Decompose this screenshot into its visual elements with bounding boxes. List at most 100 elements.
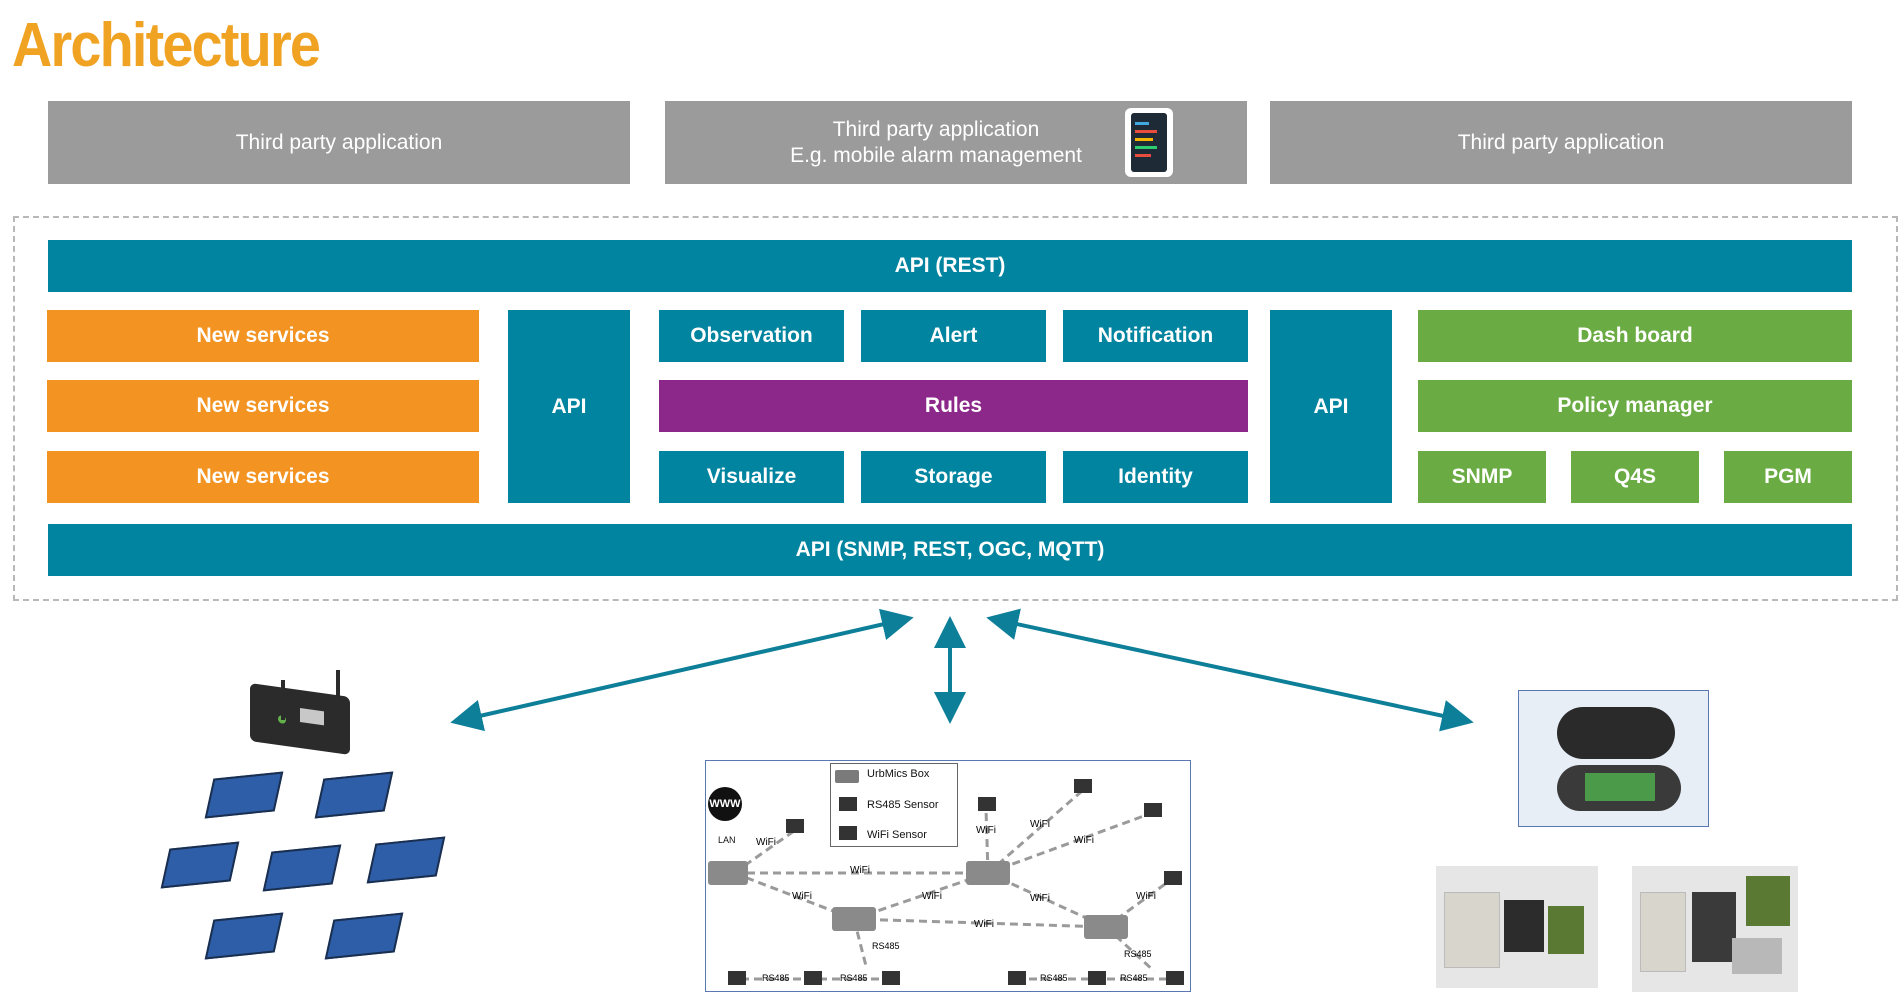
urbmics-box-icon xyxy=(835,770,859,783)
new-services-label: New services xyxy=(196,465,330,488)
third-party-app-right-label: Third party application xyxy=(1457,130,1665,154)
sensor-board-icon xyxy=(314,771,394,819)
wifi-sensor-icon xyxy=(1074,779,1092,793)
pgm-label: PGM xyxy=(1764,465,1812,488)
storage-block: Storage xyxy=(861,451,1046,503)
wifi-label: WiFi xyxy=(976,825,996,836)
urbmics-box-icon xyxy=(832,907,876,931)
third-party-app-center-line1: Third party application xyxy=(832,117,1040,141)
alert-label: Alert xyxy=(929,324,978,347)
q4s-block: Q4S xyxy=(1571,451,1699,503)
arrow-left xyxy=(450,608,914,732)
wifi-label: WiFi xyxy=(1030,819,1050,830)
policy-manager-label: Policy manager xyxy=(1557,394,1713,417)
wifi-sensor-icon xyxy=(1144,803,1162,817)
api-rest-bar: API (REST) xyxy=(48,240,1852,292)
alert-block: Alert xyxy=(861,310,1046,362)
snmp-label: SNMP xyxy=(1451,465,1513,488)
wifi-label: WiFi xyxy=(756,837,776,848)
api-bottom-bar: API (SNMP, REST, OGC, MQTT) xyxy=(48,524,1852,576)
rs485-label: RS485 xyxy=(872,941,900,951)
gateway-router-icon xyxy=(250,682,350,756)
rs485-sensor-icon xyxy=(1166,971,1184,985)
dashboard-block: Dash board xyxy=(1418,310,1852,362)
api-left-label: API xyxy=(551,394,587,418)
visualize-block: Visualize xyxy=(659,451,844,503)
rs485-label: RS485 xyxy=(762,973,790,983)
wifi-label: WiFi xyxy=(922,891,942,902)
network-legend: UrbMics Box RS485 Sensor WiFi Sensor xyxy=(830,763,958,847)
new-services-3: New services xyxy=(47,451,479,503)
www-label: WWW xyxy=(709,798,741,810)
wifi-label: WiFi xyxy=(1030,893,1050,904)
arrow-right xyxy=(986,608,1474,732)
sensor-board-icon xyxy=(324,912,404,960)
rs485-label: RS485 xyxy=(1124,949,1152,959)
sensor-board-icon xyxy=(366,836,446,884)
wifi-sensor-icon xyxy=(1164,871,1182,885)
urbmics-box-icon xyxy=(966,861,1010,885)
urbmics-box-icon xyxy=(708,861,748,885)
mobile-phone-icon xyxy=(1125,108,1173,177)
legend-urbmics-box: UrbMics Box xyxy=(867,768,930,780)
device-photo-2 xyxy=(1632,866,1798,992)
wifi-label: WiFi xyxy=(850,865,870,876)
third-party-app-right: Third party application xyxy=(1270,101,1852,184)
api-rest-label: API (REST) xyxy=(894,254,1006,277)
wifi-label: WiFi xyxy=(974,919,994,930)
rs485-sensor-icon xyxy=(804,971,822,985)
new-services-label: New services xyxy=(196,394,330,417)
dashboard-label: Dash board xyxy=(1577,324,1693,347)
rs485-sensor-icon xyxy=(839,797,857,811)
sensor-board-icon xyxy=(160,841,240,889)
network-diagram: UrbMics Box RS485 Sensor WiFi Sensor WWW… xyxy=(705,760,1191,992)
q4s-label: Q4S xyxy=(1613,465,1657,488)
legend-rs485-sensor: RS485 Sensor xyxy=(867,799,939,811)
rules-label: Rules xyxy=(924,394,983,417)
notification-block: Notification xyxy=(1063,310,1248,362)
lan-label: LAN xyxy=(718,835,736,845)
third-party-app-left-label: Third party application xyxy=(235,130,443,154)
api-left-block: API xyxy=(508,310,630,503)
notification-label: Notification xyxy=(1097,324,1214,347)
sensor-board-icon xyxy=(204,771,284,819)
identity-block: Identity xyxy=(1063,451,1248,503)
page-title: Architecture xyxy=(12,11,321,80)
rs485-sensor-icon xyxy=(1008,971,1026,985)
sensor-board-icon xyxy=(204,912,284,960)
rs485-label: RS485 xyxy=(1120,973,1148,983)
api-right-block: API xyxy=(1270,310,1392,503)
wifi-label: WiFi xyxy=(1074,835,1094,846)
visualize-label: Visualize xyxy=(706,465,797,488)
api-bottom-label: API (SNMP, REST, OGC, MQTT) xyxy=(795,538,1105,561)
device-cluster-left xyxy=(150,670,460,1000)
wifi-label: WiFi xyxy=(1136,891,1156,902)
third-party-app-center-line2: E.g. mobile alarm management xyxy=(790,143,1082,167)
new-services-label: New services xyxy=(196,324,330,347)
identity-label: Identity xyxy=(1118,465,1193,488)
new-services-2: New services xyxy=(47,380,479,432)
rs485-sensor-icon xyxy=(882,971,900,985)
device-photo-1 xyxy=(1436,866,1598,988)
api-right-label: API xyxy=(1313,394,1349,418)
wifi-sensor-icon xyxy=(839,826,857,840)
observation-block: Observation xyxy=(659,310,844,362)
rules-block: Rules xyxy=(659,380,1248,432)
pgm-block: PGM xyxy=(1724,451,1852,503)
rs485-label: RS485 xyxy=(1040,973,1068,983)
wifi-label: WiFi xyxy=(792,891,812,902)
platform-container xyxy=(13,216,1898,601)
wifi-sensor-icon xyxy=(786,819,804,833)
rs485-sensor-icon xyxy=(1088,971,1106,985)
legend-wifi-sensor: WiFi Sensor xyxy=(867,829,927,841)
new-services-1: New services xyxy=(47,310,479,362)
snmp-block: SNMP xyxy=(1418,451,1546,503)
storage-label: Storage xyxy=(914,465,993,488)
globe-icon: WWW xyxy=(708,787,742,821)
third-party-app-center: Third party application E.g. mobile alar… xyxy=(665,101,1247,184)
policy-manager-block: Policy manager xyxy=(1418,380,1852,432)
wifi-sensor-icon xyxy=(978,797,996,811)
urbmics-box-icon xyxy=(1084,915,1128,939)
enclosure-render-image xyxy=(1518,690,1709,827)
